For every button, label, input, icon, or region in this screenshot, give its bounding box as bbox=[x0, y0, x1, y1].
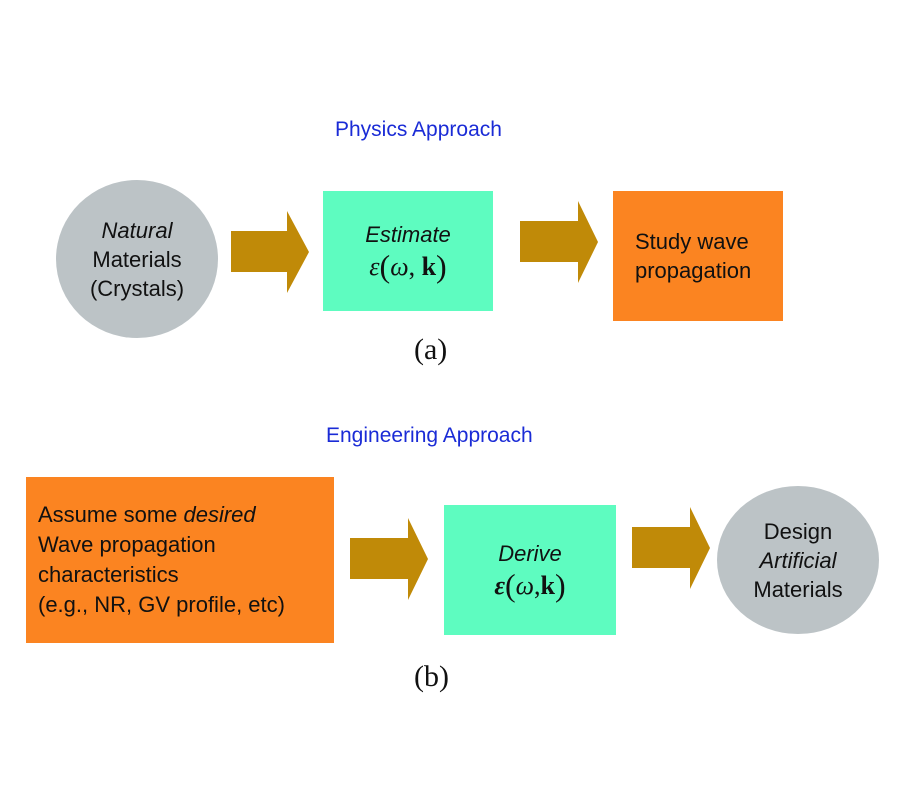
assume-line: Assume some desired bbox=[38, 500, 334, 530]
k-symbol: k bbox=[421, 251, 437, 281]
artificial-materials-node: Design Artificial Materials bbox=[717, 486, 879, 634]
characteristics-line: characteristics bbox=[38, 562, 179, 587]
artificial-label: Artificial bbox=[759, 547, 837, 573]
arrow-right-icon bbox=[520, 201, 598, 283]
design-label: Design bbox=[763, 518, 833, 544]
caption-b: (b) bbox=[414, 660, 449, 693]
desired-word: desired bbox=[183, 502, 256, 527]
assume-prefix: Assume some bbox=[38, 502, 184, 527]
k-symbol: k bbox=[540, 570, 555, 600]
desired-characteristics-box: Assume some desired Wave propagation cha… bbox=[26, 477, 334, 643]
estimate-label: Estimate bbox=[365, 221, 451, 247]
physics-approach-heading: Physics Approach bbox=[335, 118, 502, 141]
epsilon-symbol: ε bbox=[494, 570, 506, 600]
natural-materials-node: Natural Materials (Crystals) bbox=[56, 180, 218, 338]
arrow-right-icon bbox=[231, 211, 309, 293]
crystals-label: (Crystals) bbox=[89, 275, 185, 301]
omega-symbol: ω bbox=[390, 251, 409, 281]
arrow-right-icon bbox=[350, 518, 428, 600]
derive-label: Derive bbox=[498, 540, 562, 566]
epsilon-symbol: ε bbox=[369, 251, 380, 281]
wave-propagation-line: Wave propagation bbox=[38, 532, 216, 557]
study-wave-label: Study wave bbox=[635, 229, 749, 254]
engineering-approach-heading: Engineering Approach bbox=[326, 424, 533, 447]
examples-line: (e.g., NR, GV profile, etc) bbox=[38, 592, 285, 617]
estimate-process-box: Estimate ε(ω, k) bbox=[323, 191, 493, 311]
derive-process-box: Derive ε(ω,k) bbox=[444, 505, 616, 635]
materials-label: Materials bbox=[92, 246, 182, 272]
materials-label: Materials bbox=[753, 576, 843, 602]
omega-symbol: ω bbox=[515, 570, 535, 600]
epsilon-omega-k-formula: ε(ω, k) bbox=[369, 247, 447, 284]
propagation-label: propagation bbox=[635, 258, 752, 283]
natural-label: Natural bbox=[101, 217, 173, 243]
study-wave-propagation-box: Study wave propagation bbox=[613, 191, 783, 321]
epsilon-omega-k-formula: ε(ω,k) bbox=[494, 566, 566, 603]
arrow-right-icon bbox=[632, 507, 710, 589]
caption-a: (a) bbox=[414, 333, 448, 366]
